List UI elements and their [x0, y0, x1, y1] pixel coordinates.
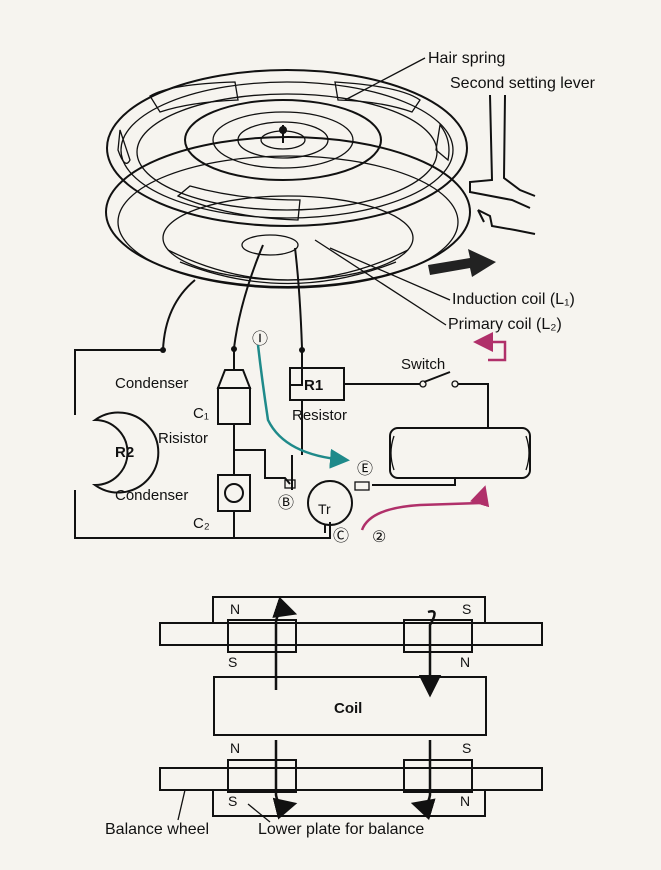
c2-label: C₂ — [193, 515, 210, 532]
tr-label: Tr — [318, 501, 331, 517]
induction-coil-leader — [329, 247, 451, 301]
node-e-label: Ⓔ — [357, 460, 373, 478]
transistor-tr: Tr — [284, 479, 370, 533]
push-arrow-icon — [428, 249, 496, 277]
r1-label: R1 — [304, 377, 323, 394]
node-b-label: Ⓑ — [278, 494, 294, 512]
second-setting-lever — [469, 94, 536, 235]
node-2-label: ② — [372, 529, 386, 546]
second-setting-lever-label: Second setting lever — [450, 75, 596, 92]
current-path-1 — [256, 344, 350, 469]
pole-n-top-right: N — [460, 654, 470, 670]
condenser-2-label: Condenser — [115, 487, 188, 504]
r2-resistor: R2 — [91, 411, 160, 494]
resistor-label: Resistor — [292, 407, 347, 424]
current-path-return — [473, 332, 507, 362]
balance-wheel-label: Balance wheel — [105, 821, 209, 838]
primary-coil-label: Primary coil (L₂) — [448, 316, 562, 333]
battery — [389, 427, 531, 479]
primary-coil-leader — [314, 239, 447, 326]
pole-n-bottom-left: N — [230, 740, 240, 756]
pole-n-top-left: N — [230, 601, 240, 617]
induction-coil-label: Induction coil (L₁) — [452, 291, 575, 308]
condenser-1-label: Condenser — [115, 375, 188, 392]
coil-block — [213, 676, 487, 736]
hair-spring-leader — [344, 57, 426, 101]
balance-wheel-assembly — [105, 69, 471, 289]
switch — [419, 371, 459, 388]
pole-s-top-right: S — [462, 601, 471, 617]
pole-n-bottom-right: N — [460, 793, 470, 809]
coil-label: Coil — [334, 700, 362, 717]
current-path-2 — [360, 485, 490, 531]
node-c-label: Ⓒ — [333, 527, 349, 545]
hair-spring-label: Hair spring — [428, 50, 505, 67]
pole-s-bottom-right: S — [462, 740, 471, 756]
condenser-c2 — [217, 474, 251, 512]
switch-label: Switch — [401, 356, 445, 373]
circuit: R2 Condenser C₁ Risistor Condenser C₂ R1… — [74, 244, 531, 546]
risistor-label: Risistor — [158, 430, 208, 447]
condenser-c1 — [217, 387, 251, 425]
magnet-coil-diagram: Coil N S S N N S S N — [159, 596, 543, 823]
lower-plate-label: Lower plate for balance — [258, 821, 424, 838]
pole-s-bottom-left: S — [228, 793, 237, 809]
c1-label: C₁ — [193, 405, 209, 422]
node-i-label: Ⓘ — [252, 330, 268, 348]
r2-label: R2 — [115, 444, 134, 461]
pole-s-top-left: S — [228, 654, 237, 670]
